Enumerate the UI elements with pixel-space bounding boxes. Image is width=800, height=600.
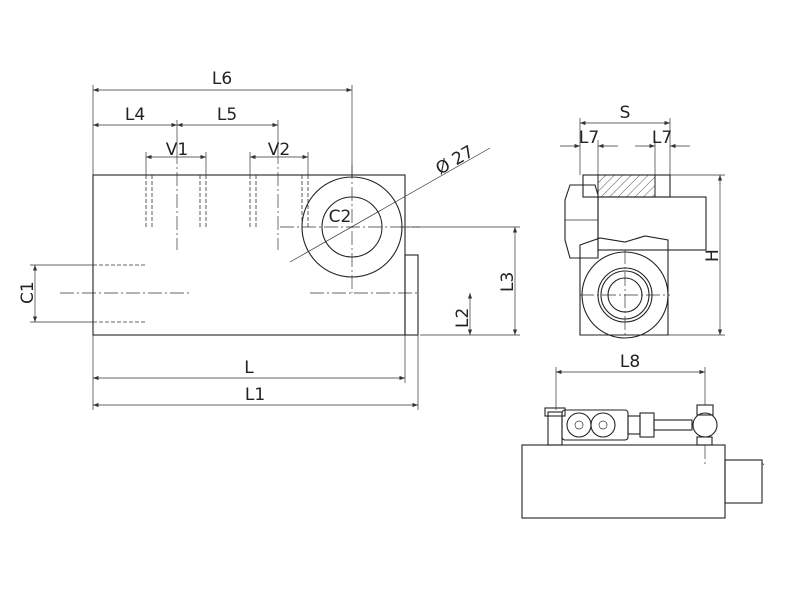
front-view: L6 L4 L5 V1 V2 Ø 27 C2 C1 L3 L2 L L1 <box>18 69 520 410</box>
dim-H: H <box>703 249 723 262</box>
dim-L: L <box>244 358 254 378</box>
hex-bolt-head <box>564 184 599 259</box>
top-body <box>521 444 726 519</box>
label-C2: C2 <box>329 207 352 227</box>
dim-L3: L3 <box>498 272 518 292</box>
block-body <box>92 174 406 336</box>
dim-diameter: Ø 27 <box>433 142 478 180</box>
side-view: S L7 L7 H <box>560 103 725 339</box>
dim-L1: L1 <box>245 385 265 405</box>
hidden-holes <box>60 150 420 323</box>
dim-L7-right: L7 <box>652 128 672 148</box>
block-step <box>404 254 419 336</box>
valve-block <box>561 409 629 441</box>
dim-L6: L6 <box>212 69 232 89</box>
dim-S: S <box>620 103 631 123</box>
dim-L2: L2 <box>453 308 473 328</box>
top-view: L8 <box>521 352 765 519</box>
dim-V2: V2 <box>268 140 290 160</box>
side-body <box>579 235 669 336</box>
bolt-shank <box>597 196 707 251</box>
dim-L5: L5 <box>217 105 237 125</box>
hatched-section <box>597 174 656 198</box>
dim-L4: L4 <box>125 105 145 125</box>
dim-V1: V1 <box>166 140 188 160</box>
dim-L8: L8 <box>620 352 640 372</box>
dim-L7-left: L7 <box>579 128 599 148</box>
dim-C1: C1 <box>18 281 38 304</box>
